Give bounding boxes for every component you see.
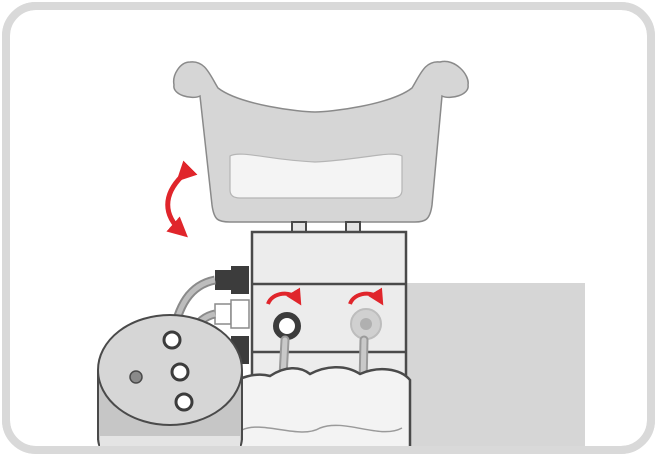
rotate-arrow-left-icon	[266, 287, 302, 306]
background-panel	[405, 283, 585, 448]
port-ring-light-center	[360, 318, 372, 330]
reservoir-container	[230, 366, 412, 450]
rotate-arrow-right-icon	[348, 287, 384, 306]
canister	[97, 314, 243, 450]
port-ring-dark	[273, 312, 301, 340]
tilt-arrow-icon	[165, 160, 198, 238]
